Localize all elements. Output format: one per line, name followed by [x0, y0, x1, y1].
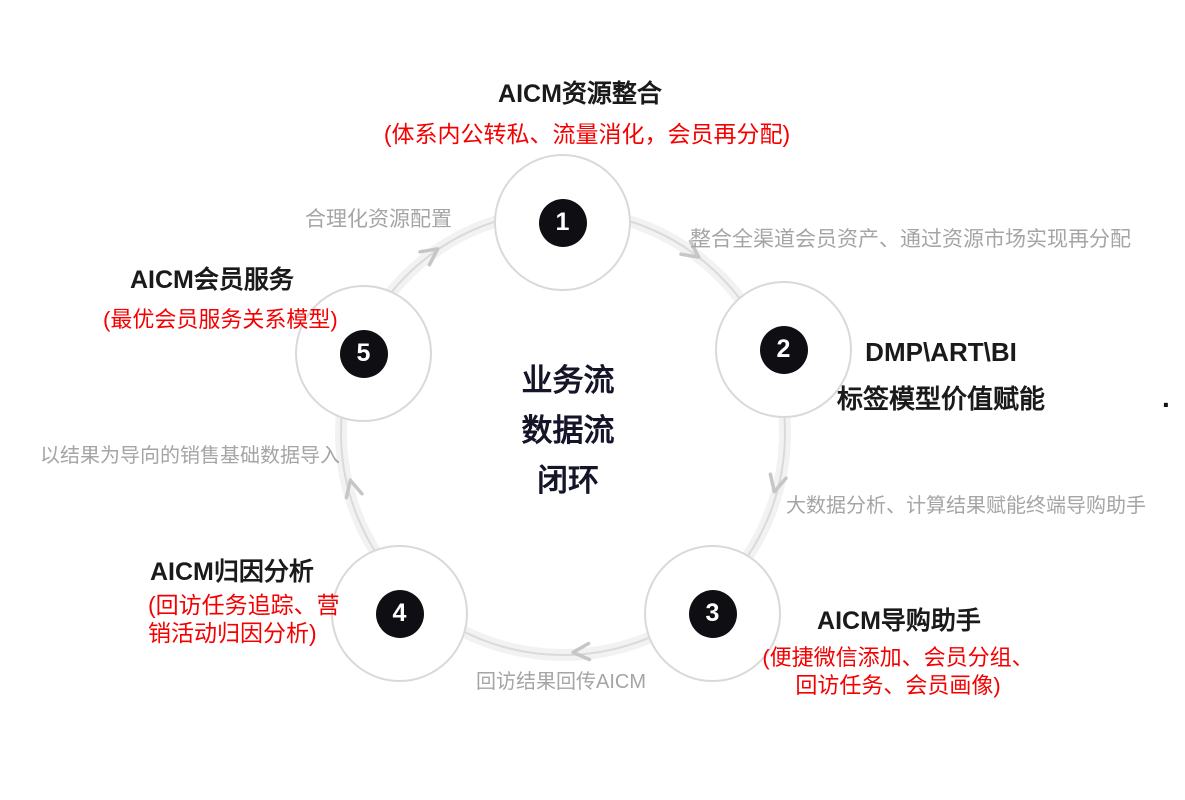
- step-3-subtitle-line-1: (便捷微信添加、会员分组、: [762, 645, 1034, 670]
- center-label-line-2: 数据流: [521, 413, 615, 448]
- step-4-subtitle-line-2: 销活动归因分析): [148, 620, 317, 646]
- flow-annotation-5-to-1: 合理化资源配置: [305, 208, 452, 231]
- step-4-subtitle: (回访任务追踪、营 销活动归因分析): [148, 591, 340, 647]
- node-5-number-badge: 5: [339, 329, 388, 378]
- step-1-subtitle: (体系内公转私、流量消化，会员再分配): [383, 121, 791, 147]
- node-2-number-badge: 2: [759, 325, 808, 374]
- center-label-line-1: 业务流: [521, 363, 615, 398]
- stray-period: .: [1162, 382, 1170, 413]
- flow-annotation-2-to-3: 大数据分析、计算结果赋能终端导购助手: [786, 495, 1146, 517]
- step-3-subtitle-line-2: 回访任务、会员画像): [795, 673, 1001, 698]
- node-3-number-badge: 3: [688, 589, 737, 638]
- node-3-number: 3: [705, 599, 720, 627]
- center-label-line-3: 闭环: [537, 463, 599, 498]
- step-4-title: AICM归因分析: [150, 558, 314, 586]
- flow-arrow-2-to-3: [768, 472, 788, 494]
- flow-annotation-1-to-2: 整合全渠道会员资产、通过资源市场实现再分配: [690, 228, 1131, 251]
- flow-arrow-1-to-2: [679, 239, 701, 259]
- node-4-number-badge: 4: [375, 589, 424, 638]
- node-1-number: 1: [555, 208, 570, 236]
- node-2-number: 2: [776, 335, 791, 363]
- step-3-subtitle: (便捷微信添加、会员分组、 回访任务、会员画像): [762, 644, 1033, 700]
- flow-annotation-3-to-4: 回访结果回传AICM: [476, 671, 646, 693]
- node-1-number-badge: 1: [538, 198, 587, 247]
- step-4-subtitle-line-1: (回访任务追踪、营: [148, 592, 340, 618]
- step-5-title: AICM会员服务: [130, 266, 294, 294]
- flow-annotation-4-to-5: 以结果为导向的销售基础数据导入: [40, 445, 340, 467]
- step-3-title: AICM导购助手: [817, 607, 981, 635]
- step-2-title: DMP\ART\BI: [865, 337, 1017, 367]
- node-1: 1: [494, 154, 631, 291]
- step-2-subtitle: 标签模型价值赋能: [836, 384, 1046, 414]
- center-label: 业务流 数据流 闭环: [522, 356, 615, 506]
- node-4-number: 4: [392, 599, 407, 627]
- node-3: 3: [644, 545, 781, 682]
- flow-arrow-4-to-5: [344, 478, 364, 500]
- flow-arrow-5-to-1: [418, 247, 440, 267]
- node-4: 4: [331, 545, 468, 682]
- node-5-number: 5: [356, 339, 371, 367]
- flow-arrow-3-to-4: [571, 641, 592, 662]
- step-5-subtitle: (最优会员服务关系模型): [103, 307, 338, 332]
- node-2: 2: [715, 281, 852, 418]
- node-5: 5: [295, 285, 432, 422]
- step-1-title: AICM资源整合: [498, 80, 662, 108]
